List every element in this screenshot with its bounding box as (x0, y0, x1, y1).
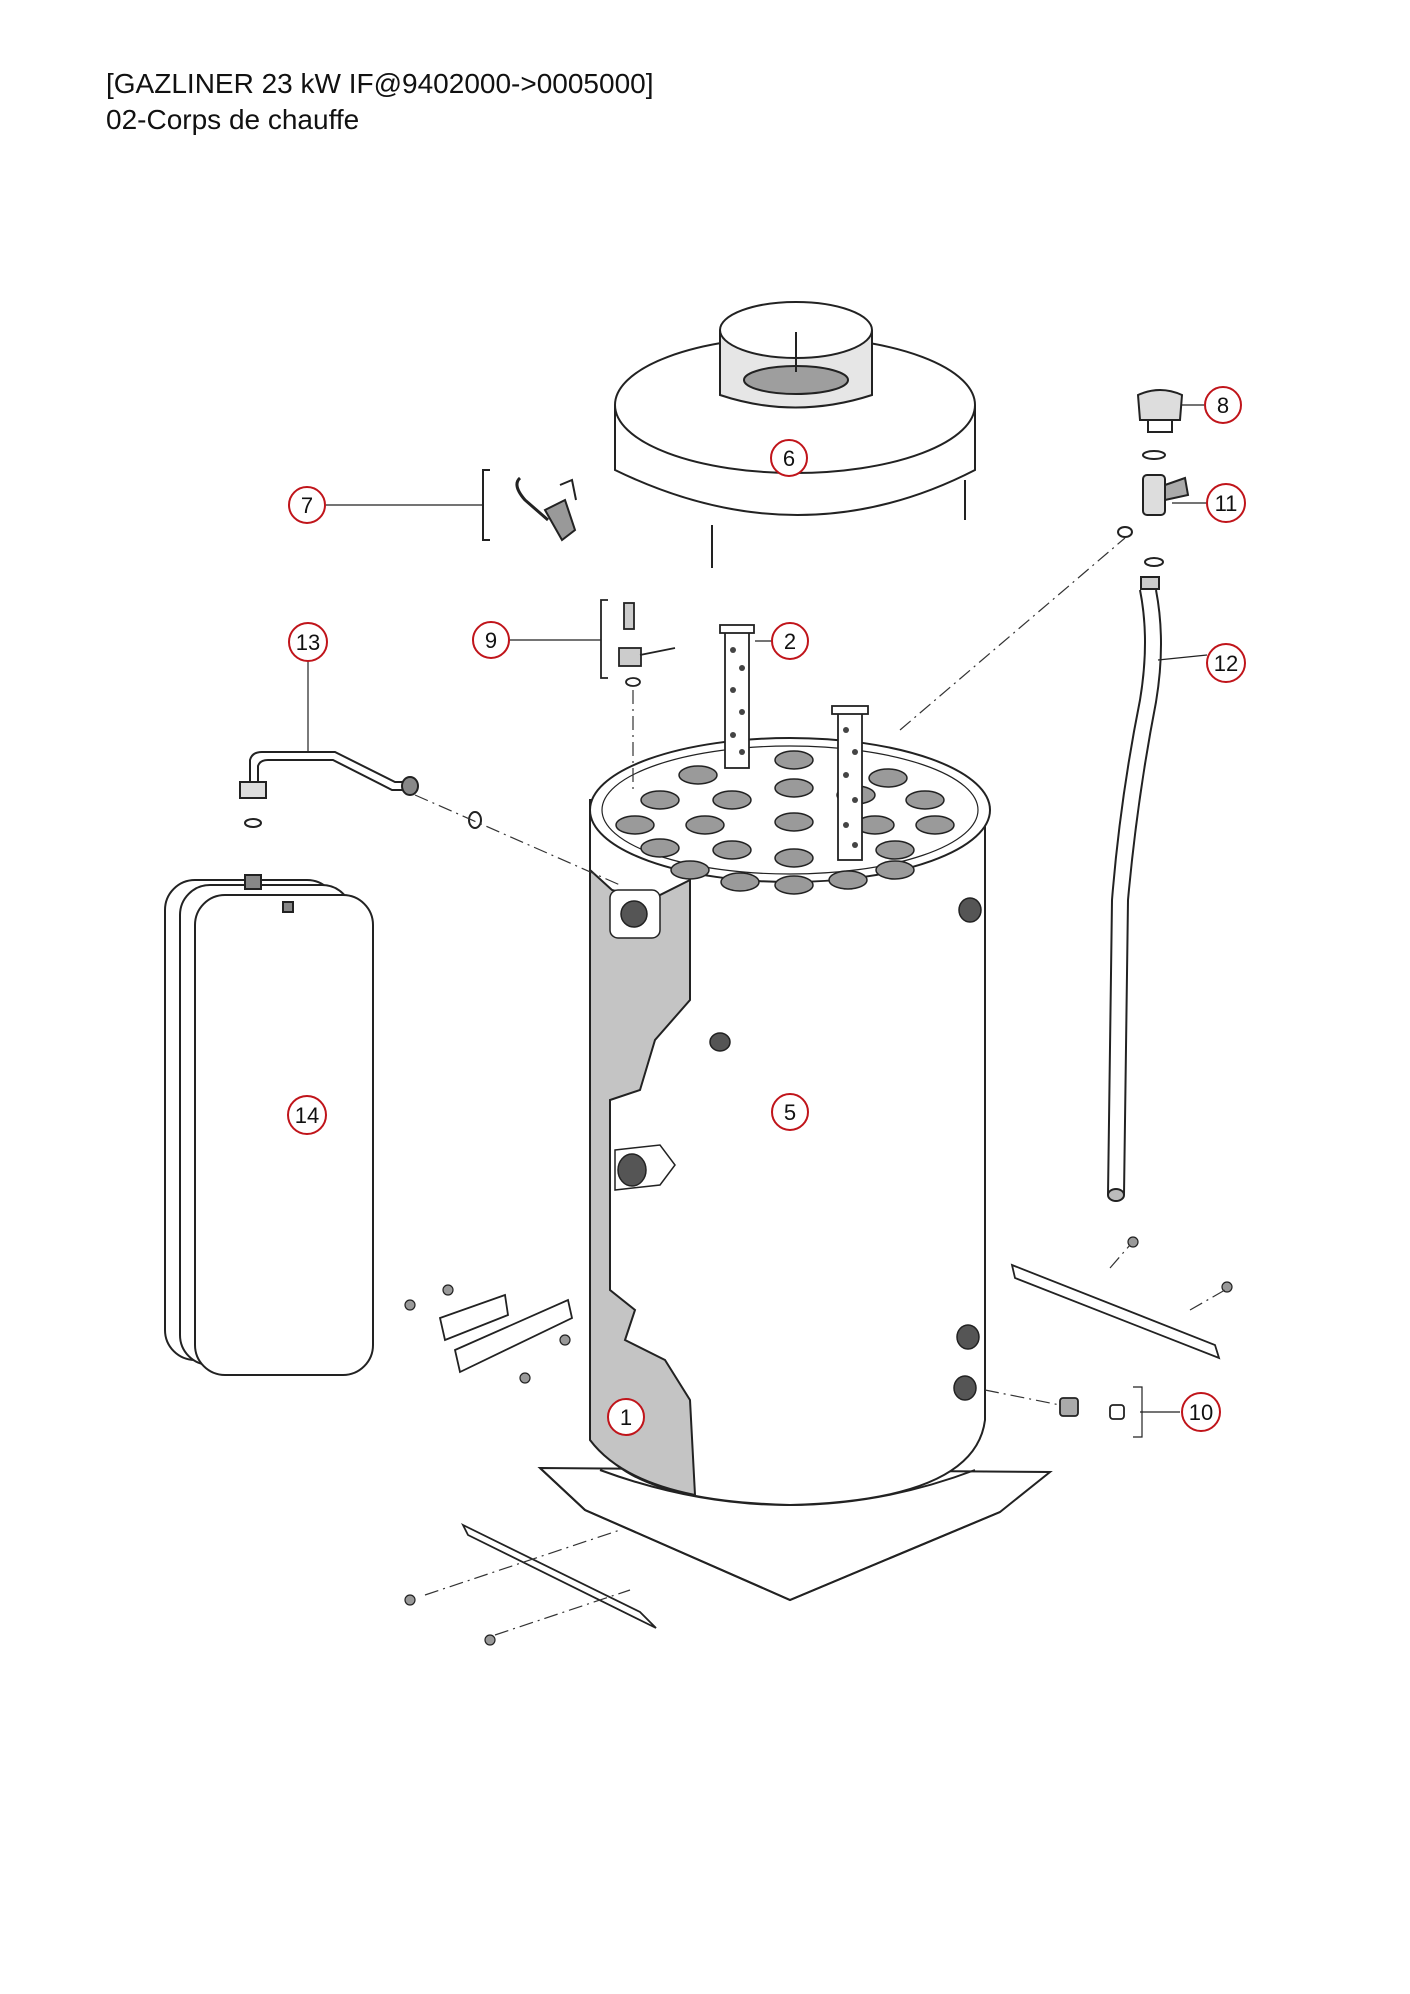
mounting-brackets (438, 1263, 1221, 1629)
flue-hood (614, 301, 976, 568)
callout-8: 8 (1204, 386, 1242, 424)
callout-9: 9 (472, 621, 510, 659)
document-header: [GAZLINER 23 kW IF@9402000->0005000] 02-… (106, 66, 654, 138)
diagram-subtitle: 02-Corps de chauffe (106, 104, 360, 135)
baffle-tubes (719, 624, 869, 861)
callout-2: 2 (771, 622, 809, 660)
body-fittings (609, 889, 982, 1401)
svg-text:9: 9 (485, 628, 497, 653)
drain-valve (600, 599, 676, 687)
callout-14: 14 (287, 1095, 327, 1135)
svg-text:7: 7 (301, 493, 313, 518)
insulation-jacket (589, 867, 697, 1497)
callout-7: 7 (288, 486, 326, 524)
callout-1: 1 (607, 1398, 645, 1436)
connection-pipe (239, 751, 482, 829)
callout-5: 5 (771, 1093, 809, 1131)
expansion-vessel (164, 874, 374, 1376)
svg-text:1: 1 (620, 1405, 632, 1430)
svg-text:5: 5 (784, 1100, 796, 1125)
svg-text:10: 10 (1189, 1400, 1213, 1425)
svg-text:2: 2 (784, 629, 796, 654)
svg-text:14: 14 (295, 1103, 319, 1128)
callout-10: 10 (1181, 1392, 1221, 1432)
svg-text:8: 8 (1217, 393, 1229, 418)
sensor-probe (482, 469, 577, 542)
diagram-title: [GAZLINER 23 kW IF@9402000->0005000] (106, 68, 654, 99)
assembly-lines (414, 537, 1226, 1636)
svg-text:13: 13 (296, 630, 320, 655)
svg-text:6: 6 (783, 446, 795, 471)
callout-6: 6 (770, 439, 808, 477)
air-vent-parts (1117, 389, 1190, 538)
svg-text:11: 11 (1215, 491, 1238, 516)
flexible-hose (1107, 557, 1164, 1202)
leader-lines (307, 404, 1208, 1438)
base-stand (537, 1466, 1053, 1602)
callout-11: 11 (1206, 483, 1246, 523)
callout-12: 12 (1206, 643, 1246, 683)
boiler-body (589, 737, 991, 1507)
callout-13: 13 (288, 622, 328, 662)
svg-text:12: 12 (1214, 651, 1238, 676)
callouts: 1 2 5 6 7 8 9 10 (287, 386, 1246, 1436)
screws (404, 1236, 1233, 1646)
